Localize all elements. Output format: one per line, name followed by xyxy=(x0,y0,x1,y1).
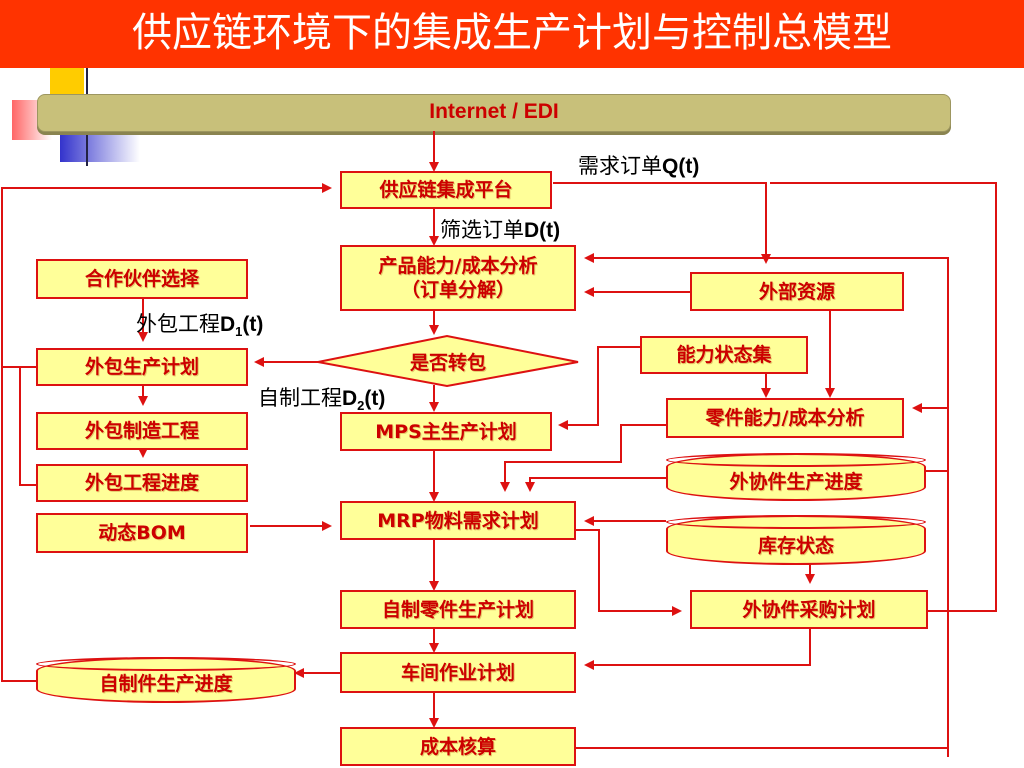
filtered-order-label: 筛选订单D(t) xyxy=(440,214,560,244)
external-resources-label: 外部资源 xyxy=(758,280,835,303)
decision-diamond xyxy=(317,334,579,388)
self-project-var: D xyxy=(342,387,358,410)
outsource-plan-label: 外包生产计划 xyxy=(84,356,199,378)
self-progress-drum: 自制件生产进度 xyxy=(36,657,296,703)
outsource-project-text: 外包工程 xyxy=(136,312,220,336)
outsource-plan-box: 外包生产计划 xyxy=(36,348,248,386)
self-parts-plan-box: 自制零件生产计划 xyxy=(340,590,576,629)
self-project-var-t: (t) xyxy=(364,387,386,410)
platform-label: 供应链集成平台 xyxy=(379,179,513,201)
outsource-mfg-label: 外包制造工程 xyxy=(84,420,199,442)
workshop-plan-label: 车间作业计划 xyxy=(400,661,515,684)
workshop-plan-box: 车间作业计划 xyxy=(340,652,576,693)
self-progress-label: 自制件生产进度 xyxy=(99,673,233,695)
partner-selection-box: 合作伙伴选择 xyxy=(36,259,248,299)
decision-label: 是否转包 xyxy=(409,352,486,374)
outsource-project-var: D xyxy=(220,313,236,336)
self-project-sub: 2 xyxy=(357,398,365,414)
inventory-drum: 库存状态 xyxy=(666,515,926,565)
inventory-label: 库存状态 xyxy=(757,535,834,557)
demand-order-text: 需求订单 xyxy=(578,154,662,178)
self-project-text: 自制工程 xyxy=(258,386,342,410)
title-bar xyxy=(0,0,1024,68)
outsource-mfg-box: 外包制造工程 xyxy=(36,412,248,450)
capacity-set-box: 能力状态集 xyxy=(640,336,808,374)
page-title: 供应链环境下的集成生产计划与控制总模型 xyxy=(132,10,892,56)
analysis-box: 产品能力/成本分析 （订单分解） xyxy=(340,245,576,311)
dynamic-bom-box: 动态BOM xyxy=(36,513,248,553)
outsource-project-var-t: (t) xyxy=(242,313,264,336)
coop-progress-label: 外协件生产进度 xyxy=(729,471,863,493)
outsource-progress-box: 外包工程进度 xyxy=(36,464,248,502)
self-project-label: 自制工程D2(t) xyxy=(258,382,385,413)
network-bar xyxy=(37,94,951,132)
mps-label: MPS主生产计划 xyxy=(375,420,517,443)
network-label: Internet / EDI xyxy=(429,100,559,123)
self-parts-plan-label: 自制零件生产计划 xyxy=(381,598,534,621)
mrp-label: MRP物料需求计划 xyxy=(377,509,539,532)
capacity-set-label: 能力状态集 xyxy=(676,344,772,366)
outsource-project-label: 外包工程D1(t) xyxy=(136,308,263,339)
filtered-order-var: D(t) xyxy=(524,219,561,242)
demand-order-var: Q(t) xyxy=(662,155,700,178)
mps-box: MPS主生产计划 xyxy=(340,412,552,451)
analysis-label-line1: 产品能力/成本分析 xyxy=(378,255,538,277)
mrp-box: MRP物料需求计划 xyxy=(340,501,576,540)
coop-purchase-box: 外协件采购计划 xyxy=(690,590,928,629)
cost-accounting-label: 成本核算 xyxy=(419,735,496,758)
dynamic-bom-label: 动态BOM xyxy=(98,522,186,544)
analysis-label-line2: （订单分解） xyxy=(400,279,515,301)
filtered-order-text: 筛选订单 xyxy=(440,218,524,242)
outsource-progress-label: 外包工程进度 xyxy=(84,472,199,494)
partner-selection-label: 合作伙伴选择 xyxy=(84,268,199,290)
deco-blue-square xyxy=(60,128,140,162)
part-analysis-box: 零件能力/成本分析 xyxy=(666,398,904,438)
external-resources-box: 外部资源 xyxy=(690,272,904,311)
coop-purchase-label: 外协件采购计划 xyxy=(742,598,876,621)
platform-box: 供应链集成平台 xyxy=(340,171,552,209)
cost-accounting-box: 成本核算 xyxy=(340,727,576,766)
part-analysis-label: 零件能力/成本分析 xyxy=(705,407,865,429)
demand-order-label: 需求订单Q(t) xyxy=(578,150,699,180)
outsource-project-sub: 1 xyxy=(235,324,243,340)
coop-progress-drum: 外协件生产进度 xyxy=(666,453,926,501)
